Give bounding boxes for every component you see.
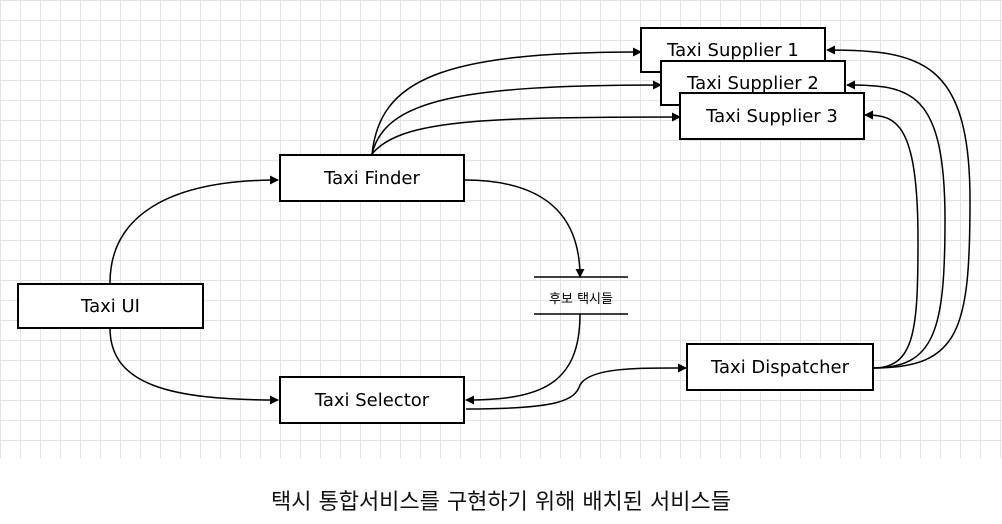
diagram-canvas: Taxi Supplier 1 Taxi Supplier 2 Taxi Sup… [0, 0, 1002, 458]
figure-caption: 택시 통합서비스를 구현하기 위해 배치된 서비스들 [270, 490, 731, 515]
taxi-dispatcher-box: Taxi Dispatcher [686, 343, 874, 391]
edge-dispatcher-to-supplier-3 [864, 110, 919, 369]
edge-finder-to-supplier-1 [371, 47, 642, 155]
taxi-ui-box: Taxi UI [17, 283, 204, 329]
taxi-selector-box: Taxi Selector [279, 376, 465, 424]
edge-selector-to-dispatcher [465, 363, 687, 410]
taxi-finder-box: Taxi Finder [279, 154, 465, 202]
edge-dispatcher-to-supplier-1 [826, 45, 971, 369]
taxi-supplier-3-box: Taxi Supplier 3 [679, 92, 865, 140]
edge-store-to-selector [465, 313, 581, 405]
edge-finder-to-supplier-3 [371, 112, 681, 155]
connector-layer [109, 45, 971, 410]
edge-dispatcher-to-supplier-2 [846, 80, 946, 369]
edge-finder-to-supplier-2 [371, 80, 662, 155]
candidate-taxis-store-label: 후보 택시들 [549, 292, 613, 307]
edge-finder-to-store [463, 179, 585, 278]
edge-ui-to-finder [109, 175, 279, 284]
edge-ui-to-selector [109, 327, 279, 405]
